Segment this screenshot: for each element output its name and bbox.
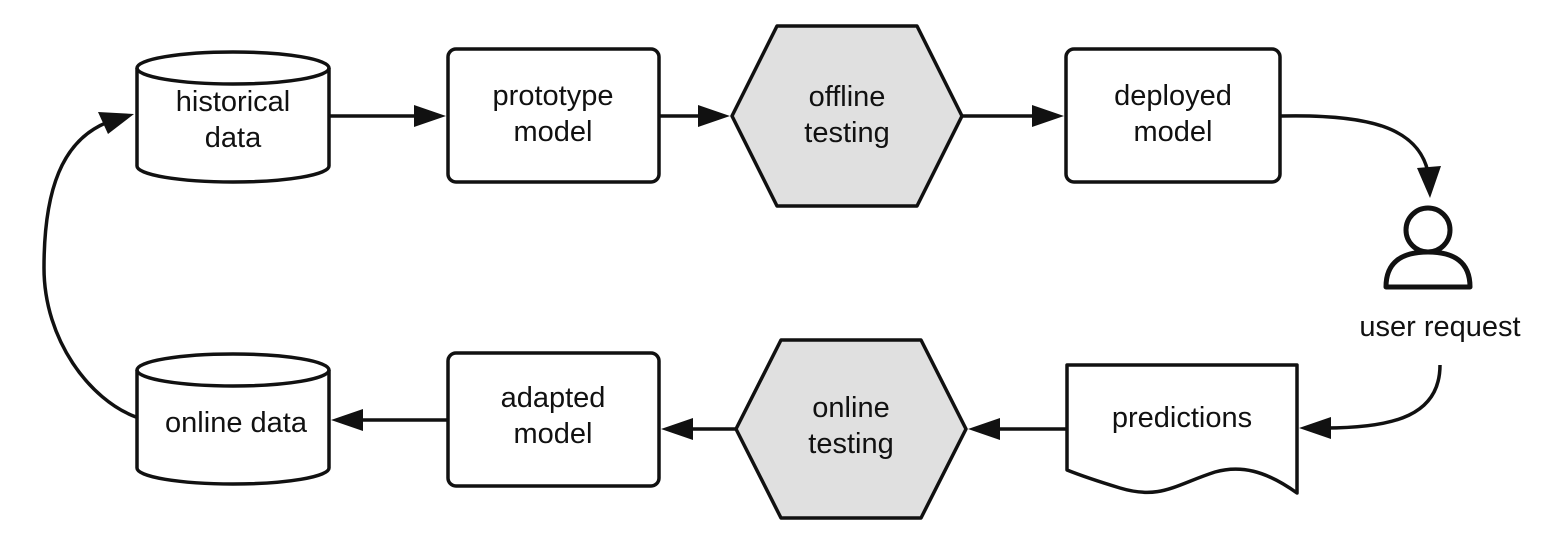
adapted-model-node: adapted model <box>446 351 661 488</box>
edge-deployed-to-user <box>1280 114 1441 198</box>
edge-online-testing-to-adapted <box>661 418 735 440</box>
historical-data-cylinder <box>135 50 331 184</box>
historical-data-cylinder-rim <box>135 67 331 86</box>
deployed-model-node: deployed model <box>1064 47 1282 184</box>
offline-testing-node: offline testing <box>730 24 964 208</box>
edge-predictions-to-online-testing <box>968 418 1066 440</box>
online-testing-label-line1: online <box>812 392 889 424</box>
deployed-model-label-line2: model <box>1134 116 1213 148</box>
prototype-model-label-line1: prototype <box>493 80 614 112</box>
edge-online-data-to-historical <box>42 112 137 419</box>
prototype-model-box <box>446 47 661 184</box>
online-testing-hexagon <box>734 338 968 520</box>
user-request-node: user request <box>1359 205 1521 343</box>
edge-user-to-predictions <box>1299 364 1442 439</box>
adapted-model-label-line2: model <box>514 418 593 450</box>
predictions-document <box>1065 363 1299 495</box>
predictions-node: predictions <box>1065 363 1299 495</box>
prototype-model-node: prototype model <box>446 47 661 184</box>
offline-testing-label-line2: testing <box>804 117 889 149</box>
historical-data-label-line2: data <box>205 122 262 154</box>
historical-data-label-line1: historical <box>176 86 290 118</box>
edge-historical-to-prototype <box>330 105 446 127</box>
deployed-model-box <box>1064 47 1282 184</box>
deployed-model-label-line1: deployed <box>1114 80 1232 112</box>
online-testing-label-line2: testing <box>808 428 893 460</box>
online-data-cylinder <box>135 352 331 486</box>
edge-adapted-to-online-data <box>331 409 447 431</box>
prototype-model-label-line2: model <box>514 116 593 148</box>
online-testing-node: online testing <box>734 338 968 520</box>
predictions-label: predictions <box>1112 402 1252 434</box>
online-data-label: online data <box>165 407 308 439</box>
adapted-model-box <box>446 351 661 488</box>
edge-prototype-to-offline-testing <box>660 105 730 127</box>
online-data-node: online data <box>135 352 331 486</box>
offline-testing-hexagon <box>730 24 964 208</box>
historical-data-node: historical data <box>135 50 331 184</box>
user-request-label: user request <box>1359 311 1520 343</box>
offline-testing-label-line1: offline <box>809 81 886 113</box>
adapted-model-label-line1: adapted <box>501 382 606 414</box>
online-data-cylinder-rim <box>135 369 331 388</box>
edge-offline-testing-to-deployed <box>963 105 1064 127</box>
user-icon <box>1383 205 1473 290</box>
